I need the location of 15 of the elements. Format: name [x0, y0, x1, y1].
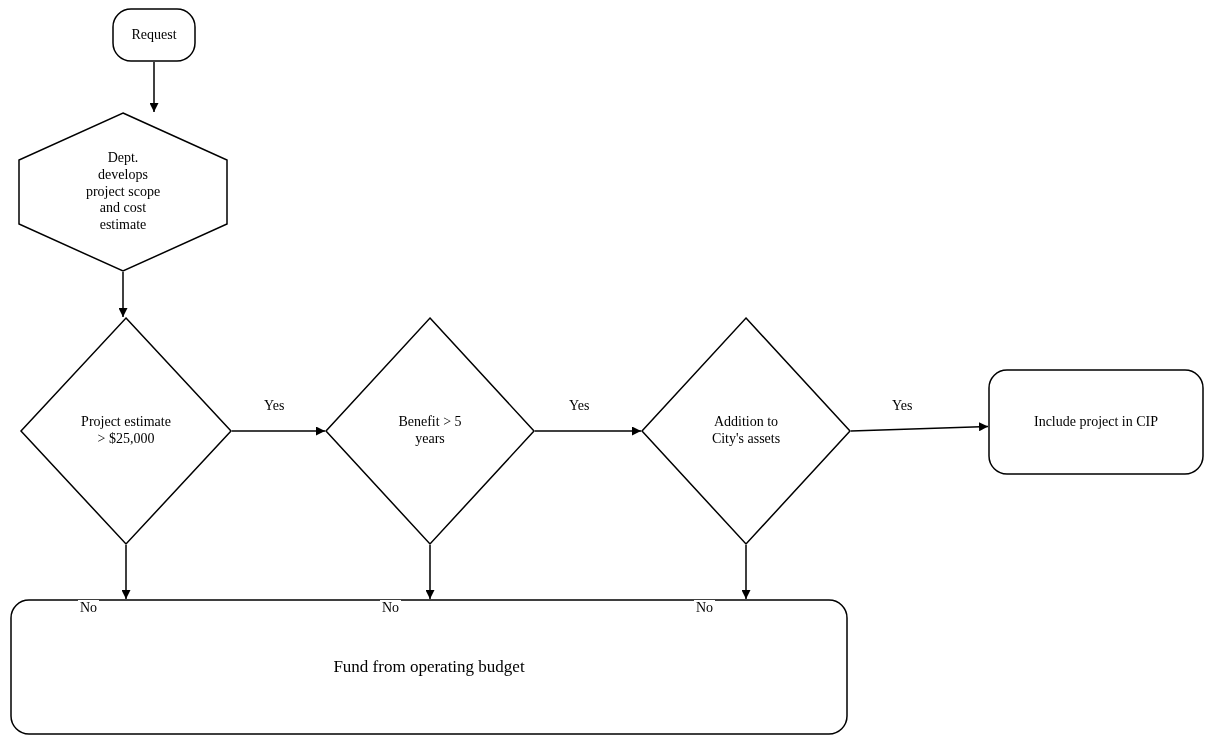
- node-text: Project estimate > $25,000: [81, 414, 171, 448]
- node-text: Request: [131, 26, 177, 44]
- arrow: [741, 544, 751, 600]
- arrow: [850, 422, 989, 432]
- arrow: [425, 544, 435, 600]
- node-text: Fund from operating budget: [333, 656, 525, 678]
- arrow: [149, 61, 159, 113]
- node-text: Benefit > 5 years: [397, 414, 463, 448]
- node-text: Addition to City's assets: [710, 414, 782, 448]
- arrow: [231, 426, 326, 436]
- arrow: [118, 271, 128, 318]
- arrow: [121, 544, 131, 600]
- node-text: Include project in CIP: [1034, 413, 1158, 431]
- arrow: [534, 426, 642, 436]
- node-text: Dept. develops project scope and cost estimate: [84, 150, 162, 234]
